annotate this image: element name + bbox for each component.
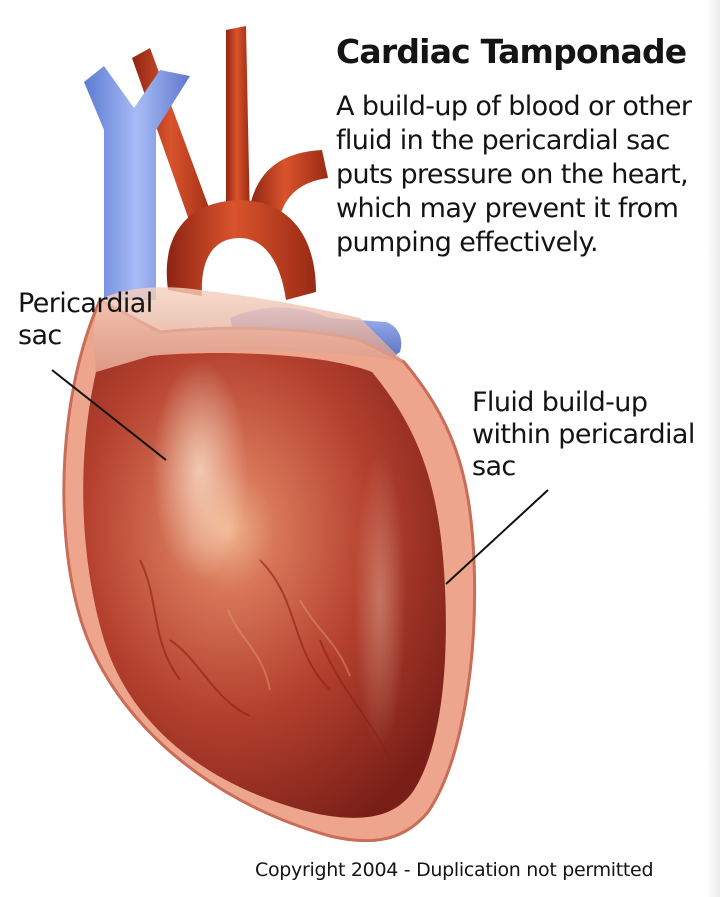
fluid-buildup-label: Fluid build-up within pericardial sac	[472, 387, 712, 483]
copyright-notice: Copyright 2004 - Duplication not permitt…	[255, 858, 653, 882]
pericardial-sac-label: Pericardial sac	[18, 288, 178, 352]
description-text: A build-up of blood or other fluid in th…	[336, 90, 708, 260]
aortic-branch-middle	[226, 26, 250, 224]
page-title: Cardiac Tamponade	[336, 32, 686, 72]
heart-body	[83, 353, 446, 818]
